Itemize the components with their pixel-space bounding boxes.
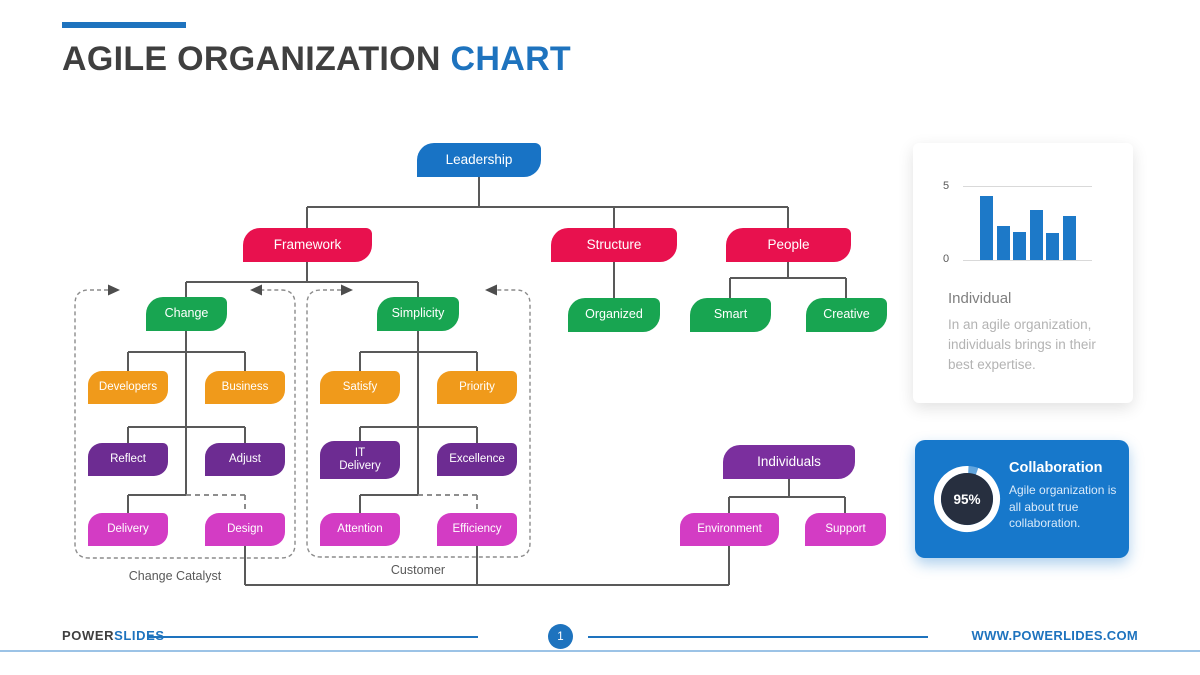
connector-dashed-design bbox=[186, 494, 246, 513]
brand-logo-accent: SLIDES bbox=[114, 628, 165, 643]
page-title-accent: CHART bbox=[450, 40, 571, 78]
brand-logo: POWERSLIDES bbox=[62, 628, 165, 643]
arrow-right-icon bbox=[108, 284, 120, 296]
node-environment: Environment bbox=[680, 513, 779, 546]
node-leadership: Leadership bbox=[417, 143, 541, 177]
node-excellence: Excellence bbox=[437, 443, 517, 476]
donut-chart-icon bbox=[934, 465, 1000, 532]
group-label-change-catalyst: Change Catalyst bbox=[128, 569, 222, 583]
y-axis-tick-max: 5 bbox=[943, 180, 950, 192]
bar-chart bbox=[980, 186, 1090, 260]
node-attention: Attention bbox=[320, 513, 400, 546]
node-design: Design bbox=[205, 513, 285, 546]
node-organized: Organized bbox=[568, 298, 660, 332]
node-efficiency: Efficiency bbox=[437, 513, 517, 546]
bar bbox=[1062, 216, 1076, 260]
footer-divider-left bbox=[148, 636, 478, 638]
connector-leadership bbox=[306, 177, 789, 228]
node-adjust: Adjust bbox=[205, 443, 285, 476]
connector-people bbox=[729, 262, 847, 298]
node-business: Business bbox=[205, 371, 285, 404]
page-title-main: AGILE ORGANIZATION bbox=[62, 40, 441, 78]
node-structure: Structure bbox=[551, 228, 677, 262]
page-title: AGILE ORGANIZATION CHART bbox=[62, 40, 571, 79]
gridline-baseline bbox=[963, 260, 1092, 261]
group-frame-change-catalyst bbox=[74, 289, 296, 559]
node-individuals: Individuals bbox=[723, 445, 855, 479]
bar bbox=[1029, 210, 1043, 260]
collaboration-card: 95% Collaboration Agile organization is … bbox=[915, 440, 1129, 558]
node-developers: Developers bbox=[88, 371, 168, 404]
bar bbox=[996, 226, 1010, 260]
individual-card: 5 0 Individual In an agile organization,… bbox=[913, 143, 1133, 403]
brand-logo-bold: POWER bbox=[62, 628, 115, 643]
group-frame-customer bbox=[306, 289, 531, 558]
arrow-left-icon bbox=[485, 284, 497, 296]
footer-divider-right bbox=[588, 636, 928, 638]
node-reflect: Reflect bbox=[88, 443, 168, 476]
gridline-top bbox=[963, 186, 1092, 187]
node-people: People bbox=[726, 228, 851, 262]
donut-percent: 95% bbox=[953, 491, 981, 507]
bar bbox=[1046, 233, 1059, 260]
node-change: Change bbox=[146, 297, 227, 331]
page-number-badge: 1 bbox=[548, 624, 573, 649]
node-satisfy: Satisfy bbox=[320, 371, 400, 404]
node-simplicity: Simplicity bbox=[377, 297, 459, 331]
group-label-customer: Customer bbox=[390, 563, 446, 577]
connector-simplicity-branch bbox=[359, 331, 478, 513]
node-framework: Framework bbox=[243, 228, 372, 262]
node-it-delivery: IT Delivery bbox=[320, 441, 400, 479]
individual-card-body: In an agile organization, individuals br… bbox=[948, 317, 1096, 372]
individual-card-heading: Individual bbox=[948, 290, 1012, 307]
node-smart: Smart bbox=[690, 298, 771, 332]
bottom-accent-rule bbox=[0, 650, 1200, 652]
bar bbox=[980, 196, 993, 260]
y-axis-tick-min: 0 bbox=[943, 253, 950, 265]
connector-bottom-bus bbox=[244, 546, 730, 586]
bar bbox=[1013, 232, 1026, 260]
donut-gauge: 95% bbox=[932, 464, 1002, 534]
node-delivery: Delivery bbox=[88, 513, 168, 546]
collaboration-card-heading: Collaboration bbox=[1009, 460, 1103, 476]
node-support: Support bbox=[805, 513, 886, 546]
connector-dashed-efficiency bbox=[418, 494, 478, 513]
connector-framework bbox=[185, 262, 419, 297]
connector-individuals bbox=[728, 479, 846, 513]
connector-change-branch bbox=[127, 331, 246, 513]
arrow-right-icon bbox=[341, 284, 353, 296]
title-accent-bar bbox=[62, 22, 186, 28]
collaboration-card-body: Agile organization is all about true col… bbox=[1009, 483, 1117, 530]
arrow-left-icon bbox=[250, 284, 262, 296]
website-link[interactable]: WWW.POWERLIDES.COM bbox=[971, 628, 1138, 643]
node-priority: Priority bbox=[437, 371, 517, 404]
node-creative: Creative bbox=[806, 298, 887, 332]
